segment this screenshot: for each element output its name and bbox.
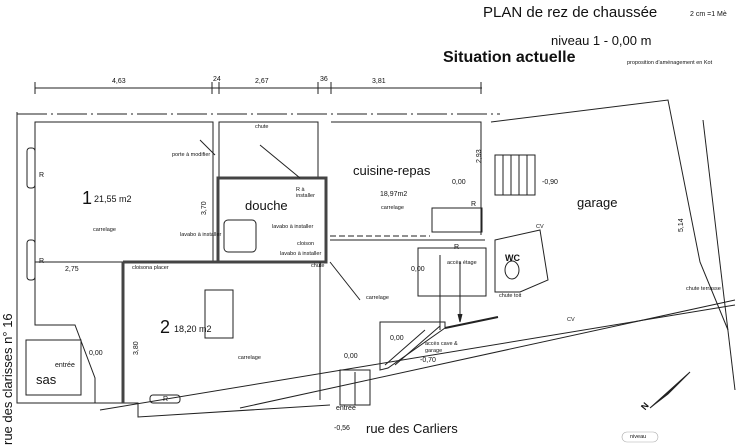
room2-area: 18,20 m2 — [174, 324, 212, 334]
room2-radiator: R — [163, 396, 169, 403]
level-tag: niveau — [630, 434, 647, 440]
shower-chute-2: chute — [311, 263, 325, 269]
room2-partition: cloisona placer — [132, 265, 169, 271]
partition-note: cloison — [297, 241, 315, 247]
garage-cv-2: CV — [567, 317, 575, 323]
dimension-line — [34, 82, 482, 94]
room2-floor: carrelage — [238, 355, 261, 361]
street-south: rue des Carliers — [366, 421, 458, 436]
level-label: niveau 1 - 0,00 m — [551, 33, 652, 48]
situation-label: Situation actuelle — [443, 49, 576, 66]
door-note: porte à modifier — [172, 152, 211, 158]
room1-area: 21,55 m2 — [94, 194, 132, 204]
kitchen-name: cuisine-repas — [353, 163, 431, 178]
street-west: rue des clarisses n° 16 — [0, 313, 15, 445]
dim-garage-length: 5,14 — [678, 218, 685, 232]
sink-note-3: lavabo à installer — [280, 251, 322, 257]
garage-name: garage — [577, 195, 618, 210]
dim-24: 24 — [213, 76, 221, 83]
garage-cv-1: CV — [536, 224, 544, 230]
room1-radiator-1: R — [39, 172, 45, 179]
wc-name: WC — [505, 253, 520, 263]
dim-267: 2,67 — [255, 78, 269, 85]
entry-label: entrée — [336, 405, 356, 412]
kitchen-radiator: R — [471, 201, 477, 208]
cellar-level-top: 0,00 — [390, 335, 404, 342]
dim-room1-height: 3,70 — [201, 201, 208, 215]
shower-name: douche — [245, 198, 288, 213]
room1-radiator-2: R — [39, 258, 45, 265]
sas-entry: entrée — [55, 362, 75, 369]
dim-36: 36 — [320, 76, 328, 83]
chute-toit: chute toit — [499, 293, 522, 299]
room2-number: 2 — [160, 317, 171, 337]
dim-381: 3,81 — [372, 78, 386, 85]
proposal-label: proposition d'aménagement en Kot — [627, 60, 713, 66]
plan-title: PLAN de rez de chaussée — [483, 4, 658, 21]
dim-room2-height: 3,80 — [133, 341, 140, 355]
garage-level: -0,90 — [542, 179, 558, 186]
room1-number: 1 — [82, 188, 93, 208]
sink-note-2: lavabo à installer — [272, 224, 314, 230]
sas-level: 0,00 — [89, 350, 103, 357]
entry-level: 0,00 — [344, 353, 358, 360]
north-arrow — [649, 371, 691, 409]
stairs-level: 0,00 — [411, 266, 425, 273]
cellar-label-1: accès cave & — [425, 341, 458, 347]
dim-room1-width: 2,75 — [65, 266, 79, 273]
hall-floor: carrelage — [366, 295, 389, 301]
dim-463: 4,63 — [112, 78, 126, 85]
radiator-note: R à installer — [296, 187, 315, 199]
kitchen-area: 18,97m2 — [380, 191, 408, 198]
room1-floor: carrelage — [93, 227, 116, 233]
kitchen-level: 0,00 — [452, 179, 466, 186]
kitchen-floor: carrelage — [381, 205, 404, 211]
scale-label: 2 cm =1 Mè — [690, 11, 727, 18]
cellar-level: -0,70 — [420, 357, 436, 364]
level-tag-frame — [621, 431, 659, 443]
stairs-label: accès étage — [447, 260, 477, 266]
chute-terrasse: chute terrasse — [686, 286, 721, 292]
sas-name: sas — [36, 372, 57, 387]
cellar-label-2: garage — [425, 348, 443, 354]
sink-note-1: lavabo à installer — [180, 232, 222, 238]
stairs-radiator: R — [454, 244, 460, 251]
dim-kitchen-height: 2,93 — [476, 149, 483, 163]
shower-chute: chute — [255, 124, 269, 130]
street-level: -0,56 — [334, 425, 350, 432]
walls — [16, 99, 736, 418]
